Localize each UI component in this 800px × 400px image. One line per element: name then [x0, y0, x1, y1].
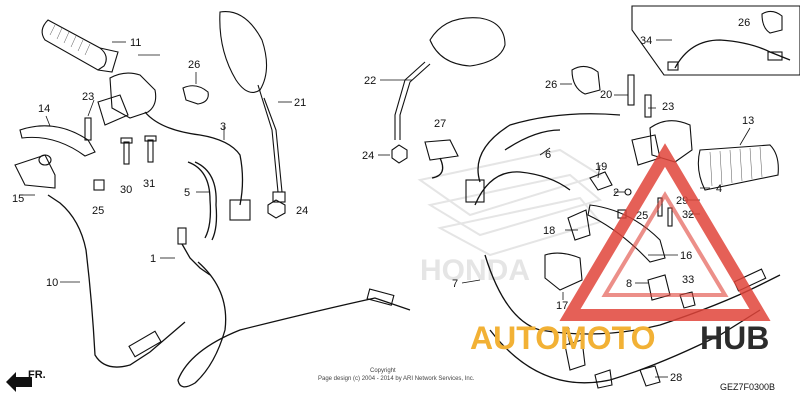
- watermark-hub: HUB: [700, 320, 769, 356]
- callout-11: 11: [130, 37, 141, 49]
- cable-holder-9: [564, 339, 613, 389]
- callout-4: 4: [716, 183, 722, 195]
- callout-24: 24: [362, 150, 374, 162]
- callout-13: 13: [742, 115, 754, 127]
- callout-14: 14: [38, 103, 50, 115]
- callout-24: 24: [296, 205, 308, 217]
- switch-27: [424, 139, 459, 179]
- switch-harness: [144, 111, 251, 221]
- left-mirror: [219, 11, 286, 203]
- master-cylinder-17: [544, 252, 583, 291]
- right-mirror: [394, 17, 506, 140]
- callout-9: 9: [564, 325, 570, 337]
- wire-5: [187, 161, 218, 241]
- callout-19: 19: [595, 161, 607, 173]
- callout-16: 16: [680, 250, 692, 262]
- callout-21: 21: [294, 97, 306, 109]
- callout-30: 30: [120, 184, 132, 196]
- left-brake-lever: [19, 125, 96, 157]
- callout-7: 7: [452, 278, 458, 290]
- callout-25: 25: [92, 205, 104, 217]
- callout-34: 34: [640, 35, 652, 47]
- honda-wing-watermark: HONDA: [417, 148, 603, 287]
- throttle-cable-7: [474, 171, 781, 384]
- callout-3: 3: [220, 121, 226, 133]
- lever-perch: [14, 154, 56, 189]
- callout-20: 20: [600, 89, 612, 101]
- copyright-line-2: Page design (c) 2004 - 2014 by ARI Netwo…: [318, 376, 475, 382]
- callout-2: 2: [613, 187, 619, 199]
- callout-26: 26: [188, 59, 200, 71]
- callout-1: 1: [150, 253, 156, 265]
- bolt-23-left: [84, 99, 95, 141]
- callout-23: 23: [662, 101, 674, 113]
- bolt-28: [639, 365, 661, 387]
- screw-32: [667, 207, 673, 227]
- front-arrow: FR.: [6, 369, 46, 392]
- callout-27: 27: [434, 118, 446, 130]
- clamp-26-left: [182, 85, 209, 105]
- bolt-20: [627, 74, 635, 106]
- right-harness: [465, 113, 621, 203]
- callout-28: 28: [670, 372, 682, 384]
- callout-26: 26: [545, 79, 557, 91]
- bolt-23-right: [644, 94, 652, 118]
- callout-33: 33: [682, 274, 694, 286]
- washer-2: [624, 188, 632, 196]
- callout-31: 31: [143, 178, 155, 190]
- honda-text: HONDA: [420, 254, 530, 287]
- callout-8: 8: [626, 278, 632, 290]
- fr-label: FR.: [28, 369, 46, 381]
- cable-fitting-1: [177, 227, 211, 276]
- diagram-code: GEZ7F0300B: [720, 382, 775, 392]
- bracket-18: [567, 209, 591, 241]
- callout-17: 17: [556, 300, 568, 312]
- callout-15: 15: [12, 193, 24, 205]
- callout-5: 5: [184, 187, 190, 199]
- nut-24-right: [391, 144, 408, 164]
- left-switch-housing: [97, 72, 157, 126]
- clamp-26-right: [571, 65, 601, 95]
- watermark-automoto: AUTOMOTO: [470, 320, 655, 356]
- nut-25-left: [93, 179, 105, 191]
- warning-triangle-icon: [559, 143, 771, 321]
- inset-box: [631, 5, 800, 76]
- screw-30: [120, 137, 133, 165]
- clip-19: [589, 171, 613, 191]
- nut-24-left: [267, 199, 286, 219]
- cable-10: [47, 194, 411, 388]
- screw-31: [144, 135, 157, 163]
- leader-lines: [20, 39, 678, 378]
- callout-23: 23: [82, 91, 94, 103]
- callout-18: 18: [543, 225, 555, 237]
- left-grip: [41, 19, 119, 73]
- callout-22: 22: [364, 75, 376, 87]
- callout-26: 26: [738, 17, 750, 29]
- right-brake-lever: [587, 204, 666, 263]
- callout-labels: 11 26 21 23 14 3 15 30 31 25 5 24 1 10 2…: [12, 17, 754, 384]
- right-grip: [697, 144, 779, 191]
- callout-25: 25: [636, 210, 648, 222]
- callout-32: 32: [682, 209, 694, 221]
- copyright-line-1: Copyright: [370, 368, 396, 374]
- callout-6: 6: [545, 149, 551, 161]
- automotohub-watermark: AUTOMOTO HUB: [470, 143, 771, 356]
- callout-10: 10: [46, 277, 58, 289]
